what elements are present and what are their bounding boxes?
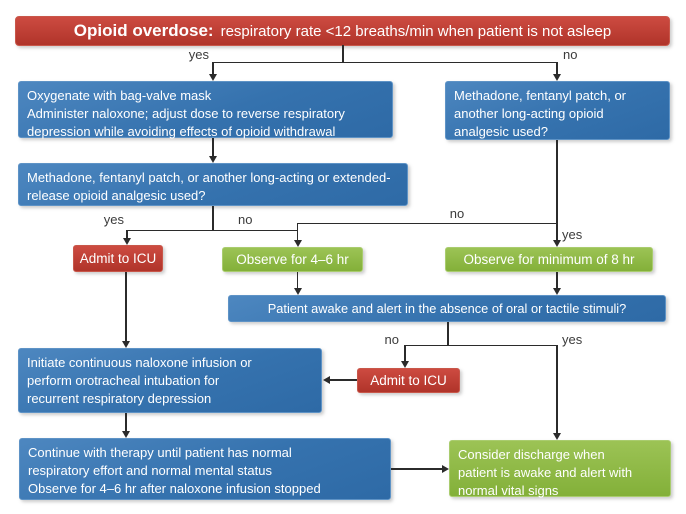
node-admit-icu-primary-text: Admit to ICU (79, 251, 157, 266)
node-continue-therapy: Continue with therapy until patient has … (19, 438, 391, 500)
flow-line (212, 61, 558, 63)
arrowhead (209, 156, 217, 163)
node-admit-icu-secondary: Admit to ICU (357, 368, 460, 393)
flow-line (296, 272, 299, 288)
node-observe-min-8hr: Observe for minimum of 8 hr (445, 247, 653, 272)
flow-line (296, 222, 558, 224)
edge-label-mid-left-yes: yes (103, 212, 124, 227)
node-awake-alert-question-text: Patient awake and alert in the absence o… (267, 301, 627, 316)
node-long-acting-extended-question-text: Methadone, fentanyl patch, or another lo… (27, 170, 391, 203)
flow-line (556, 272, 558, 288)
node-awake-alert-question: Patient awake and alert in the absence o… (228, 295, 666, 322)
flow-line (556, 344, 558, 433)
node-naloxone-infusion-text: Initiate continuous naloxone infusion or… (27, 355, 252, 406)
banner-title: Opioid overdose: (73, 21, 214, 40)
node-admit-icu-secondary-text: Admit to ICU (370, 373, 447, 388)
flow-line (330, 379, 357, 381)
arrowhead (123, 238, 131, 245)
node-consider-discharge: Consider discharge when patient is awake… (449, 440, 671, 498)
flow-line (296, 222, 299, 240)
arrowhead (293, 288, 302, 295)
node-long-acting-question-text: Methadone, fentanyl patch, or another lo… (454, 88, 627, 139)
flow-line (212, 206, 214, 231)
edge-label-top-yes: yes (188, 47, 209, 62)
flow-line (342, 45, 344, 62)
arrowhead (323, 376, 330, 384)
banner-subtitle: respiratory rate <12 breaths/min when pa… (220, 22, 612, 40)
flow-line (404, 344, 558, 346)
arrowhead (553, 288, 561, 295)
arrowhead (553, 433, 561, 440)
node-oxygenate-naloxone-text: Oxygenate with bag-valve mask Administer… (27, 88, 345, 139)
node-continue-therapy-text: Continue with therapy until patient has … (28, 445, 321, 496)
edge-label-lower-no: no (384, 332, 399, 347)
arrowhead (401, 361, 409, 368)
edge-label-mid-right-yes: yes (562, 227, 583, 242)
arrowhead (293, 240, 302, 247)
flow-line (125, 413, 127, 431)
flow-line (125, 272, 127, 341)
flow-line (404, 344, 406, 361)
node-observe-min-8hr-text: Observe for minimum of 8 hr (463, 252, 635, 267)
edge-label-mid-left-no: no (238, 212, 253, 227)
flow-line (447, 322, 449, 346)
node-observe-4-6hr-text: Observe for 4–6 hr (236, 252, 349, 267)
arrowhead (553, 74, 561, 81)
arrowhead (122, 341, 130, 348)
flow-line (556, 61, 558, 75)
node-long-acting-question: Methadone, fentanyl patch, or another lo… (445, 81, 670, 140)
arrowhead (442, 465, 449, 473)
flow-line (126, 229, 299, 231)
edge-label-lower-yes: yes (562, 332, 583, 347)
node-observe-4-6hr: Observe for 4–6 hr (222, 247, 363, 272)
node-admit-icu-primary: Admit to ICU (73, 245, 163, 272)
flow-line (126, 229, 128, 238)
flow-line (212, 138, 214, 156)
arrowhead (209, 74, 217, 81)
edge-label-mid-right-no: no (449, 206, 465, 221)
node-long-acting-extended-question: Methadone, fentanyl patch, or another lo… (18, 163, 408, 206)
arrowhead (553, 240, 561, 247)
node-oxygenate-naloxone: Oxygenate with bag-valve mask Administer… (18, 81, 393, 139)
flow-line (556, 140, 558, 240)
flow-line (391, 468, 442, 470)
node-naloxone-infusion: Initiate continuous naloxone infusion or… (18, 348, 322, 413)
node-consider-discharge-text: Consider discharge when patient is awake… (458, 447, 633, 498)
arrowhead (122, 431, 130, 438)
node-opioid-overdose-banner: Opioid overdose: respiratory rate <12 bre… (15, 16, 670, 46)
flow-line (212, 61, 214, 75)
edge-label-top-no: no (563, 47, 578, 62)
